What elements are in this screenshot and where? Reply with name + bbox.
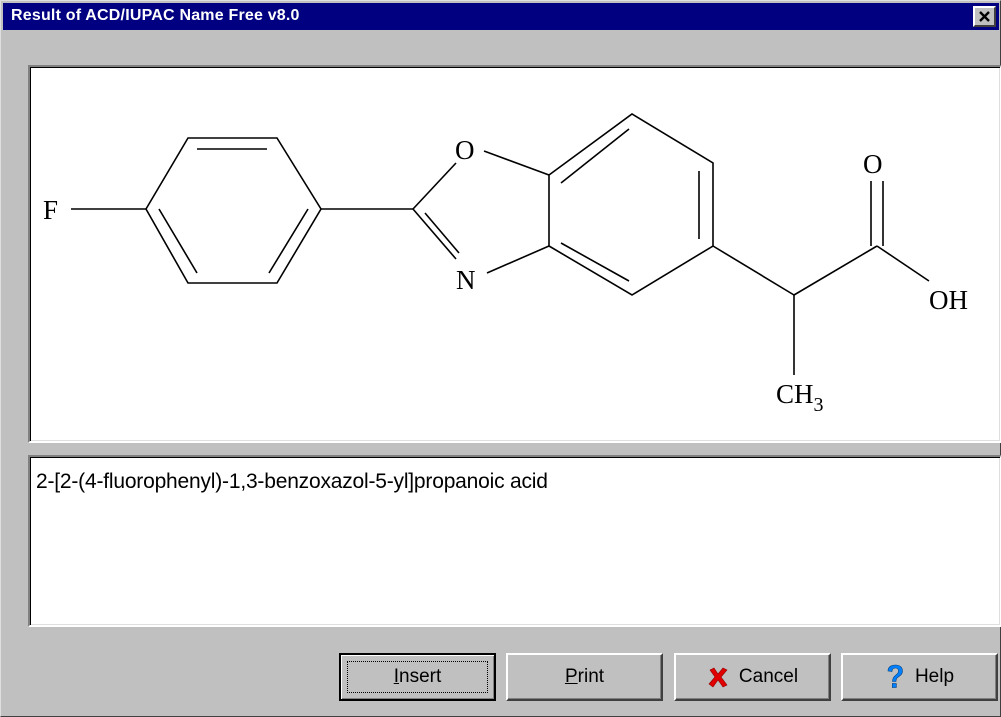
atom-hydroxyl: OH — [929, 285, 968, 315]
atom-oxazole-oxygen: O — [455, 135, 475, 165]
phenyl-inner-bond-2 — [268, 208, 309, 274]
bond-n-c3a — [486, 245, 550, 274]
help-label: Help — [914, 666, 955, 687]
bond-c2-n — [412, 208, 457, 260]
iupac-name-field[interactable]: 2-[2-(4-fluorophenyl)-1,3-benzoxazol-5-y… — [28, 455, 1001, 627]
close-button[interactable] — [973, 6, 996, 27]
print-label-rest: rint — [577, 666, 605, 687]
fluorophenyl-ring — [145, 137, 322, 284]
insert-label: Insert — [394, 666, 442, 688]
atom-methyl: CH3 — [776, 379, 824, 416]
molecule-structure: F O N O OH CH3 — [43, 113, 968, 416]
bond-c-oh — [876, 245, 930, 282]
insert-label-rest: nsert — [399, 666, 442, 687]
bond-o-c7a — [483, 150, 550, 176]
methyl-label: CH — [776, 379, 814, 409]
benzo-inner-bond-1 — [560, 128, 630, 184]
question-mark-icon — [887, 664, 903, 688]
print-accel: P — [564, 666, 578, 687]
help-button[interactable]: Help — [841, 653, 998, 701]
cancel-label: Cancel — [738, 666, 799, 687]
benzo-ring — [548, 113, 714, 296]
methyl-subscript: 3 — [814, 394, 824, 416]
phenyl-inner-bond-3 — [158, 208, 198, 274]
benzo-inner-bond-3 — [560, 242, 630, 282]
structure-view: F O N O OH CH3 — [28, 65, 1001, 443]
print-button[interactable]: Print — [506, 653, 663, 701]
close-icon — [979, 11, 990, 22]
focus-rectangle — [347, 661, 488, 693]
print-label: Print — [565, 666, 604, 688]
insert-button[interactable]: Insert — [339, 653, 496, 701]
cancel-button[interactable]: Cancel — [674, 653, 831, 701]
atom-oxazole-nitrogen: N — [456, 265, 476, 295]
bond-c2-o — [412, 162, 457, 210]
atom-carbonyl-oxygen: O — [863, 149, 883, 179]
window-title: Result of ACD/IUPAC Name Free v8.0 — [11, 7, 300, 24]
insert-accel: I — [393, 666, 400, 687]
bond-c2-n-double — [424, 212, 460, 254]
atom-fluorine: F — [43, 195, 58, 225]
bond-alpha-carboxyl — [793, 245, 878, 296]
iupac-name-text: 2-[2-(4-fluorophenyl)-1,3-benzoxazol-5-y… — [36, 470, 548, 493]
title-bar[interactable]: Result of ACD/IUPAC Name Free v8.0 — [3, 3, 999, 30]
red-x-icon — [708, 667, 728, 688]
bond-ring-alpha — [712, 245, 795, 296]
